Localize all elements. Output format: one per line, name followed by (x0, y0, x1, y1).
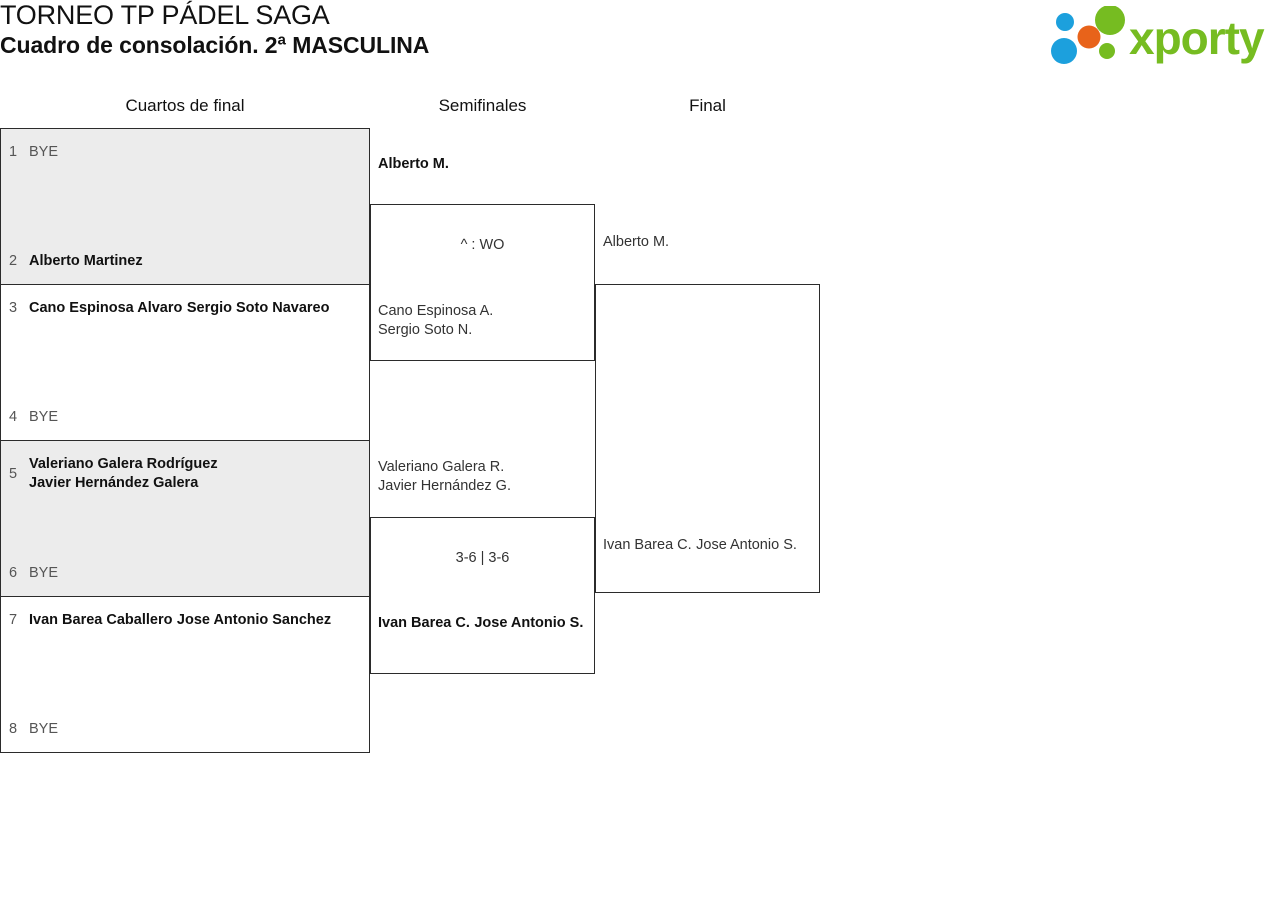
name-line: Sergio Soto Navareo (186, 300, 330, 316)
round-header-semifinals: Semifinales (438, 96, 527, 115)
name-line: Jose Antonio S. (696, 537, 797, 553)
match-score: 3-6 | 3-6 (455, 550, 510, 566)
tournament-title: TORNEO TP PÁDEL SAGA (0, 0, 330, 30)
round-header-final: Final (689, 96, 726, 115)
name-line: Ivan Barea C. (603, 537, 692, 553)
match-qf-1[interactable]: 1 BYE 2 Alberto Martinez (0, 128, 370, 285)
competitor-names: Valeriano Galera Rodríguez Javier Hernán… (29, 455, 361, 492)
name-line: Alberto M. (378, 156, 449, 172)
competitor-names: BYE (29, 143, 361, 162)
name-line: Sergio Soto N. (378, 321, 473, 338)
seed-number: 6 (9, 564, 18, 581)
name-line: BYE (29, 720, 59, 737)
name-line: Alberto Martinez (29, 252, 143, 269)
name-line: Jose Antonio Sanchez (176, 612, 332, 628)
name-line: Javier Hernández G. (378, 477, 511, 494)
logo-dot-green-small (1099, 43, 1115, 59)
competitor-names: Alberto M. (378, 155, 587, 174)
name-line: Valeriano Galera R. (378, 459, 505, 475)
match-sf-2[interactable]: 3-6 | 3-6 (370, 517, 595, 674)
xporty-logo-mark: xporty (1051, 6, 1266, 64)
competitor-names: Alberto M. (603, 233, 812, 252)
sf-2-slot-top[interactable]: Valeriano Galera R. Javier Hernández G. (370, 458, 595, 495)
competitor-names: Cano Espinosa A. Sergio Soto N. (378, 302, 587, 339)
sf-1-slot-bottom[interactable]: Cano Espinosa A. Sergio Soto N. (370, 302, 595, 339)
logo-dot-blue-large (1051, 38, 1077, 64)
match-qf-4[interactable]: 7 Ivan Barea Caballero Jose Antonio Sanc… (0, 596, 370, 753)
match-slot-bottom[interactable]: 8 BYE (1, 720, 369, 739)
seed-number: 4 (9, 408, 18, 425)
sf-1-slot-top[interactable]: Alberto M. (370, 155, 595, 174)
competitor-names: Ivan Barea C. Jose Antonio S. (603, 536, 812, 555)
competitor-names: BYE (29, 408, 361, 427)
seed-number: 3 (9, 300, 18, 317)
seed-number: 7 (9, 612, 18, 629)
xporty-logo[interactable]: xporty (1047, 6, 1275, 68)
match-slot-bottom[interactable]: 2 Alberto Martinez (1, 252, 369, 271)
seed-number: 5 (9, 465, 18, 482)
round-header-quarterfinals: Cuartos de final (125, 96, 245, 115)
competitor-names: BYE (29, 720, 361, 739)
name-line: Cano Espinosa Alvaro (29, 300, 183, 316)
seed-number: 1 (9, 144, 18, 161)
competitor-names: Cano Espinosa Alvaro Sergio Soto Navareo (29, 299, 361, 318)
name-line: Alberto M. (603, 234, 670, 250)
seed-number: 2 (9, 252, 18, 269)
seed-number: 8 (9, 720, 18, 737)
competitor-names: Ivan Barea Caballero Jose Antonio Sanche… (29, 611, 361, 630)
sf-2-slot-bottom[interactable]: Ivan Barea C. Jose Antonio S. (370, 614, 595, 633)
name-line: BYE (29, 144, 59, 160)
match-slot-top[interactable]: 5 Valeriano Galera Rodríguez Javier Hern… (1, 455, 369, 492)
competitor-names: Alberto Martinez (29, 252, 361, 271)
name-line: Valeriano Galera Rodríguez (29, 456, 218, 472)
match-score: ^ : WO (460, 237, 505, 253)
competitor-names: Ivan Barea C. Jose Antonio S. (378, 614, 587, 633)
competitor-names: Valeriano Galera R. Javier Hernández G. (378, 458, 587, 495)
match-slot-top[interactable]: 1 BYE (1, 143, 369, 162)
name-line: BYE (29, 564, 59, 581)
title-block: TORNEO TP PÁDEL SAGA Cuadro de consolaci… (0, 0, 429, 60)
bracket-subtitle: Cuadro de consolación. 2ª MASCULINA (0, 32, 430, 58)
match-slot-bottom[interactable]: 6 BYE (1, 564, 369, 583)
competitor-names: BYE (29, 564, 361, 583)
page-header: TORNEO TP PÁDEL SAGA Cuadro de consolaci… (0, 0, 1280, 78)
match-qf-2[interactable]: 3 Cano Espinosa Alvaro Sergio Soto Navar… (0, 284, 370, 441)
match-sf-1[interactable]: ^ : WO (370, 204, 595, 361)
name-line: Ivan Barea Caballero (29, 612, 173, 628)
svg-text:xporty: xporty (1129, 12, 1265, 64)
name-line: Javier Hernández Galera (29, 474, 199, 491)
final-slot-top[interactable]: Alberto M. (595, 233, 820, 252)
match-slot-bottom[interactable]: 4 BYE (1, 408, 369, 427)
name-line: Cano Espinosa A. (378, 303, 494, 319)
logo-dot-green-large (1095, 6, 1125, 35)
logo-dot-orange (1077, 25, 1101, 49)
name-line: Jose Antonio S. (474, 615, 584, 631)
name-line: BYE (29, 408, 59, 425)
match-slot-top[interactable]: 7 Ivan Barea Caballero Jose Antonio Sanc… (1, 611, 369, 630)
logo-dot-blue-small (1056, 13, 1074, 31)
match-qf-3[interactable]: 5 Valeriano Galera Rodríguez Javier Hern… (0, 440, 370, 597)
match-final[interactable] (595, 284, 820, 593)
match-slot-top[interactable]: 3 Cano Espinosa Alvaro Sergio Soto Navar… (1, 299, 369, 318)
final-slot-bottom[interactable]: Ivan Barea C. Jose Antonio S. (595, 536, 820, 555)
name-line: Ivan Barea C. (378, 615, 470, 631)
